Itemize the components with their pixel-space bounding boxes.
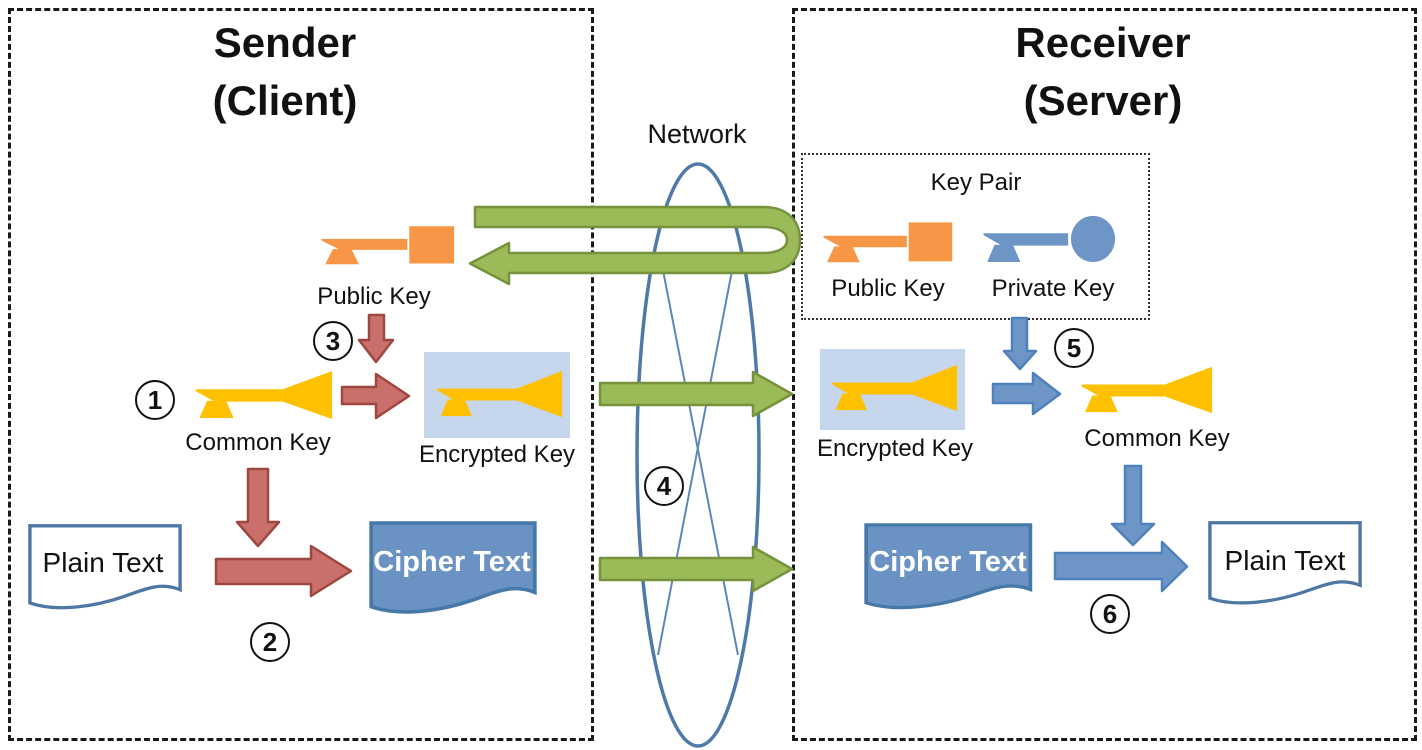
sender-public-key-down-arrow [357, 313, 395, 364]
receiver-title: Receiver (Server) [1015, 14, 1190, 130]
receiver-common-key-down-arrow [1110, 464, 1156, 547]
sender-text-encryption-arrow [214, 544, 353, 598]
sender-common-key-down-arrow [235, 467, 281, 548]
receiver-private-key-label: Private Key [991, 275, 1115, 302]
receiver-common-key-icon [1081, 366, 1213, 414]
receiver-encrypted-key-label: Encrypted Key [816, 435, 974, 462]
step-6-badge: 6 [1090, 594, 1130, 634]
receiver-text-decryption-arrow [1053, 540, 1189, 593]
receiver-public-key-icon [823, 222, 953, 263]
public-key-roundtrip-arrow [468, 205, 802, 286]
step-2-badge: 2 [250, 622, 290, 662]
cipher-text-transfer-arrow [598, 545, 794, 593]
sender-title-line2: (Client) [212, 77, 358, 124]
receiver-cipher-text-label: Cipher Text [869, 546, 1027, 578]
step-3-badge: 3 [313, 321, 353, 361]
receiver-key-decryption-arrow [991, 371, 1062, 416]
sender-encrypted-key-label: Encrypted Key [418, 441, 576, 468]
sender-common-key-icon [195, 370, 333, 419]
receiver-title-line1: Receiver [1015, 19, 1191, 66]
network-cross-line [657, 254, 736, 656]
receiver-private-key-icon [983, 215, 1116, 262]
receiver-panel [792, 8, 1417, 741]
network-cross-line [659, 254, 739, 656]
key-pair-box [801, 153, 1150, 320]
receiver-common-key-label: Common Key [1084, 425, 1230, 452]
receiver-title-line2: (Server) [1023, 77, 1183, 124]
sender-title-line1: Sender [213, 19, 357, 66]
step-1-badge: 1 [135, 380, 175, 420]
receiver-plain-text-label: Plain Text [1224, 545, 1346, 576]
network-ellipse [635, 162, 761, 748]
sender-key-encryption-arrow [340, 372, 411, 420]
encrypted-key-transfer-arrow [598, 370, 794, 418]
sender-title: Sender (Client) [213, 14, 358, 130]
sender-public-key-label: Public Key [317, 283, 431, 310]
receiver-private-key-down-arrow [1002, 316, 1038, 371]
sender-plain-text-label: Plain Text [42, 547, 164, 578]
key-pair-label: Key Pair [930, 169, 1022, 196]
sender-panel [8, 8, 594, 741]
network-label: Network [647, 119, 747, 149]
receiver-public-key-label: Public Key [831, 275, 945, 302]
sender-common-key-label: Common Key [185, 429, 331, 456]
step-4-badge: 4 [644, 466, 684, 506]
sender-public-key-icon [321, 226, 455, 265]
sender-cipher-text-label: Cipher Text [373, 546, 531, 578]
step-5-badge: 5 [1054, 328, 1094, 368]
